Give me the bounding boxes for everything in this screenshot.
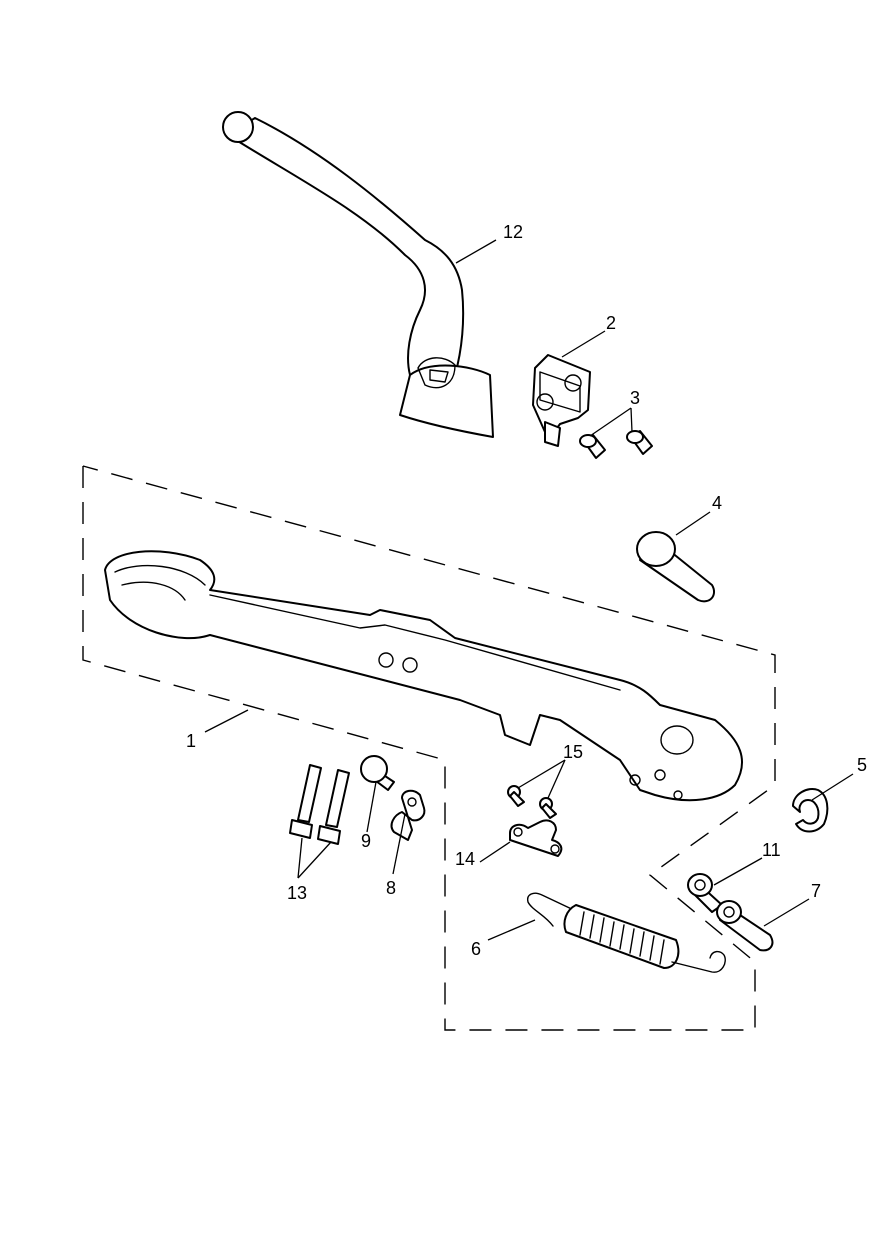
callout-15: 15 — [563, 742, 583, 762]
assembly-boundary — [82, 465, 776, 1031]
callout-2: 2 — [606, 313, 616, 333]
part-9-round-bolt[interactable] — [360, 755, 395, 791]
callout-7: 7 — [811, 881, 821, 901]
callout-6: 6 — [471, 939, 481, 959]
part-14-switch-bracket[interactable] — [509, 819, 563, 857]
part-6-return-spring[interactable] — [527, 892, 726, 973]
callout-9: 9 — [361, 831, 371, 851]
part-13-bolts[interactable] — [289, 764, 350, 845]
callout-4: 4 — [712, 493, 722, 513]
part-4-pivot-pin[interactable] — [636, 531, 716, 603]
callout-12: 12 — [503, 222, 523, 242]
callout-1: 1 — [186, 731, 196, 751]
part-3-screws[interactable] — [579, 430, 653, 459]
callout-11: 11 — [762, 840, 781, 860]
part-7-spring-post[interactable] — [716, 900, 774, 952]
callout-13: 13 — [287, 883, 307, 903]
callout-3: 3 — [630, 388, 640, 408]
part-15-screws[interactable] — [507, 785, 557, 819]
part-5-circlip[interactable] — [792, 788, 829, 833]
leader-lines — [204, 239, 854, 941]
callout-labels: 1 2 3 4 5 6 7 8 9 11 12 13 14 15 — [186, 222, 867, 959]
part-12-lever[interactable] — [222, 111, 494, 438]
part-11-socket-bolt[interactable] — [687, 873, 723, 913]
part-2-bracket[interactable] — [532, 354, 591, 447]
part-1-side-stand[interactable] — [104, 550, 744, 802]
part-8-cable-clip[interactable] — [390, 789, 426, 841]
callout-5: 5 — [857, 755, 867, 775]
callout-8: 8 — [386, 878, 396, 898]
callout-14: 14 — [455, 849, 475, 869]
